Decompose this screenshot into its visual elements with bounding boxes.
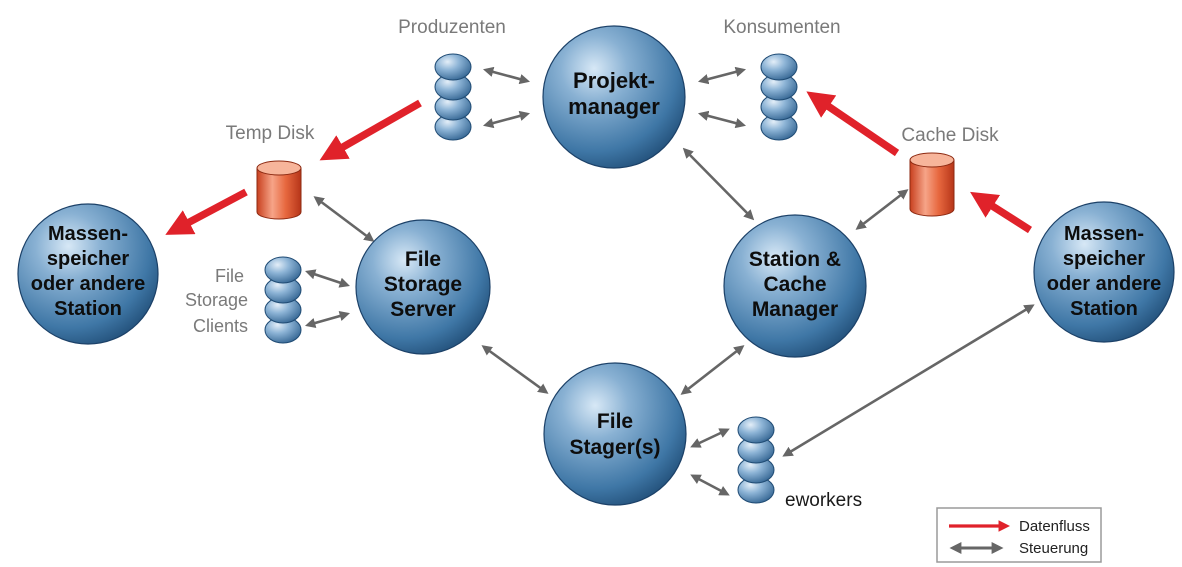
control-arrow-konsumenten-top bbox=[697, 66, 747, 85]
temp-disk-icon bbox=[256, 160, 302, 220]
node-label: Stager(s) bbox=[569, 436, 660, 459]
node-label: oder andere bbox=[1047, 273, 1161, 295]
control-arrow-produzenten-bottom bbox=[482, 110, 531, 129]
data-arrow-produzenten-tempdisk bbox=[319, 99, 422, 161]
label-konsumenten: Konsumenten bbox=[723, 17, 840, 38]
control-arrow-eworkers-massenspeicher bbox=[782, 304, 1035, 457]
legend: Datenfluss Steuerung bbox=[936, 507, 1102, 563]
stack-produzenten bbox=[434, 53, 472, 141]
svg-text:oder andere: oder andere bbox=[1047, 273, 1161, 295]
node-file-storage-server: File Storage Server bbox=[355, 219, 491, 355]
svg-text:Station: Station bbox=[1070, 298, 1138, 320]
svg-text:manager: manager bbox=[568, 94, 660, 119]
node-label: Storage bbox=[384, 273, 462, 296]
data-flow-arrows bbox=[165, 91, 1033, 235]
node-station-cache-manager: Station & Cache Manager bbox=[723, 214, 867, 358]
node-label: Station bbox=[54, 298, 122, 320]
svg-text:Cache: Cache bbox=[763, 273, 826, 296]
control-arrow-tempdisk-fileserver bbox=[313, 196, 375, 242]
control-arrow-station-cachedisk bbox=[855, 189, 909, 230]
svg-text:Stager(s): Stager(s) bbox=[569, 436, 660, 459]
node-label: Manager bbox=[752, 298, 838, 321]
data-arrow-tempdisk-massenspeicher bbox=[165, 188, 248, 235]
node-label: Cache bbox=[763, 273, 826, 296]
node-label: speicher bbox=[47, 248, 129, 270]
node-label: speicher bbox=[1063, 248, 1145, 270]
svg-text:Station &: Station & bbox=[749, 248, 841, 271]
control-arrows bbox=[304, 66, 1035, 496]
control-arrow-fileserver-stager bbox=[481, 345, 549, 394]
control-arrow-clients-bottom bbox=[304, 310, 351, 329]
node-massenspeicher-right: Massen- speicher oder andere Station bbox=[1033, 201, 1175, 343]
node-label: manager bbox=[568, 94, 660, 119]
svg-text:Massen-: Massen- bbox=[48, 223, 128, 245]
stack-eworkers bbox=[737, 416, 775, 504]
svg-text:File: File bbox=[597, 410, 633, 433]
svg-text:oder andere: oder andere bbox=[31, 273, 145, 295]
svg-text:File: File bbox=[405, 248, 441, 271]
node-label: Station & bbox=[749, 248, 841, 271]
svg-text:Server: Server bbox=[390, 298, 455, 321]
control-arrow-eworkers-bottom bbox=[690, 474, 730, 496]
label-clients-line: Clients bbox=[193, 316, 248, 336]
data-arrow-massenspeicher-cachedisk bbox=[970, 191, 1033, 234]
node-label: Projekt- bbox=[573, 68, 655, 93]
svg-text:speicher: speicher bbox=[47, 248, 129, 270]
cache-disk-icon bbox=[909, 152, 955, 217]
svg-text:Storage: Storage bbox=[384, 273, 462, 296]
label-clients-line: Storage bbox=[185, 290, 248, 310]
node-label: oder andere bbox=[31, 273, 145, 295]
legend-datenfluss: Datenfluss bbox=[1019, 518, 1090, 535]
label-temp-disk: Temp Disk bbox=[226, 123, 315, 144]
node-label: Massen- bbox=[1064, 223, 1144, 245]
control-arrow-eworkers-top bbox=[690, 428, 730, 448]
stack-file-storage-clients bbox=[264, 256, 302, 344]
svg-text:Projekt-: Projekt- bbox=[573, 68, 655, 93]
label-file-storage-clients: File Storage Clients bbox=[185, 266, 248, 336]
node-label: File bbox=[405, 248, 441, 271]
svg-text:Massen-: Massen- bbox=[1064, 223, 1144, 245]
node-massenspeicher-left: Massen- speicher oder andere Station bbox=[17, 203, 159, 345]
label-eworkers: eworkers bbox=[785, 490, 862, 511]
control-arrow-clients-top bbox=[305, 269, 350, 288]
node-label: Server bbox=[390, 298, 455, 321]
node-label: Station bbox=[1070, 298, 1138, 320]
stack-konsumenten bbox=[760, 53, 798, 141]
node-file-stager: File Stager(s) bbox=[543, 362, 687, 506]
svg-text:speicher: speicher bbox=[1063, 248, 1145, 270]
control-arrow-konsumenten-bottom bbox=[697, 110, 747, 129]
svg-text:Manager: Manager bbox=[752, 298, 838, 321]
control-arrow-produzenten-top bbox=[482, 66, 531, 85]
svg-text:Station: Station bbox=[54, 298, 122, 320]
control-arrow-projektmanager-station bbox=[682, 147, 755, 221]
control-arrow-station-stager bbox=[680, 345, 745, 395]
data-arrow-cachedisk-konsumenten bbox=[806, 91, 900, 157]
node-label: Massen- bbox=[48, 223, 128, 245]
label-clients-line: File bbox=[215, 266, 244, 286]
node-label: File bbox=[597, 410, 633, 433]
label-cache-disk: Cache Disk bbox=[901, 125, 999, 146]
legend-steuerung: Steuerung bbox=[1019, 540, 1088, 557]
label-produzenten: Produzenten bbox=[398, 17, 506, 38]
node-projektmanager: Projekt- manager bbox=[542, 25, 686, 169]
